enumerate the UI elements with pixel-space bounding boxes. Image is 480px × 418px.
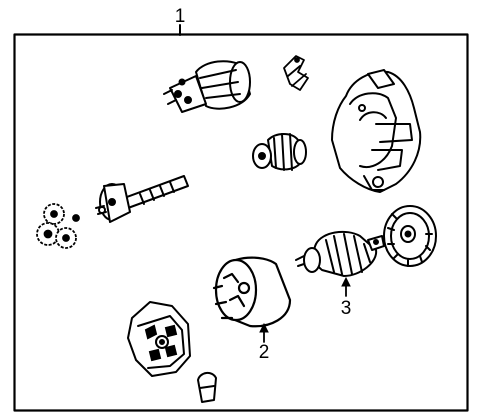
callout-2-label: 2 — [259, 342, 270, 363]
armature — [295, 230, 385, 277]
callout-3-label: 3 — [341, 298, 352, 319]
drive-housing — [331, 69, 422, 193]
assembly-frame — [13, 24, 469, 412]
end-frame — [127, 301, 191, 377]
planetary-gears — [36, 203, 80, 249]
callout-3-leader — [341, 276, 351, 297]
output-shaft — [95, 175, 189, 223]
pinion-gear — [252, 133, 307, 171]
field-frame — [212, 256, 292, 328]
gear-plate — [383, 205, 437, 267]
callout-2-leader — [259, 322, 269, 343]
callout-1-label: 1 — [175, 6, 186, 27]
terminal-clip — [283, 55, 309, 91]
through-bolt — [197, 372, 217, 403]
solenoid — [163, 60, 251, 113]
